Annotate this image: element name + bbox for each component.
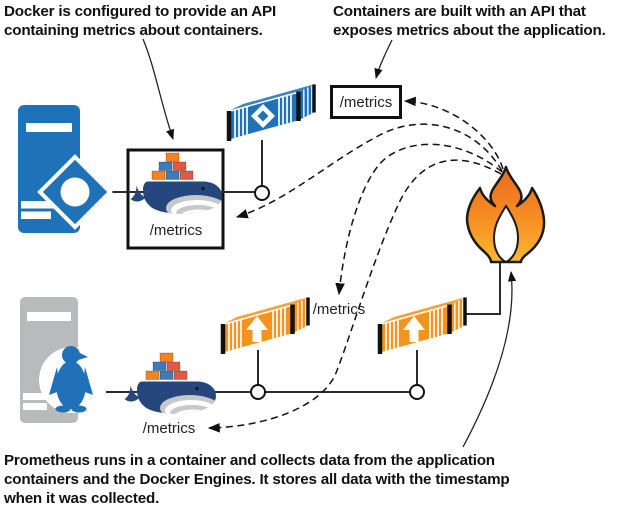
scrape-arrow-engine-top: [235, 123, 503, 219]
annotation-arrow-prometheus: [462, 270, 517, 448]
tux-penguin-icon: [49, 346, 93, 413]
connector-nodes: [250, 185, 425, 400]
app-container-orange-icon: [221, 297, 309, 354]
container-to-prometheus-line: [464, 263, 501, 315]
server-tower-gear-icon: [18, 105, 113, 233]
caption-containers-api: Containers are built with an API that ex…: [333, 3, 606, 39]
app-container-orange2-icon: [378, 297, 466, 354]
scrape-arrow-metrics-box: [403, 96, 504, 170]
metrics-endpoint-box: /metrics: [330, 85, 402, 119]
engine-top-metrics-label: /metrics: [149, 222, 203, 239]
scrape-arrow-engine-bottom: [207, 159, 502, 433]
annotation-arrow-containers-api: [374, 39, 393, 80]
caption-prometheus: Prometheus runs in a container and colle…: [4, 452, 510, 507]
scrape-arrow-app-metrics: [335, 143, 503, 296]
connector-node: [250, 384, 266, 400]
prometheus-flame-icon: [465, 165, 546, 264]
app-container-metrics-label: /metrics: [312, 301, 366, 318]
engine-bottom-metrics-label: /metrics: [142, 420, 196, 437]
connector-node: [254, 185, 270, 201]
metrics-endpoint-label: /metrics: [339, 93, 393, 111]
server-tower-penguin-icon: [20, 297, 105, 423]
caption-docker-api: Docker is configured to provide an API c…: [4, 3, 277, 39]
app-container-blue-icon: [227, 84, 315, 141]
docker-whale2-icon: [125, 353, 221, 422]
connector-node: [409, 384, 425, 400]
annotation-arrow-docker-api: [142, 38, 174, 140]
annotation-arrows: [142, 38, 517, 448]
scrape-arrows: [207, 96, 504, 433]
